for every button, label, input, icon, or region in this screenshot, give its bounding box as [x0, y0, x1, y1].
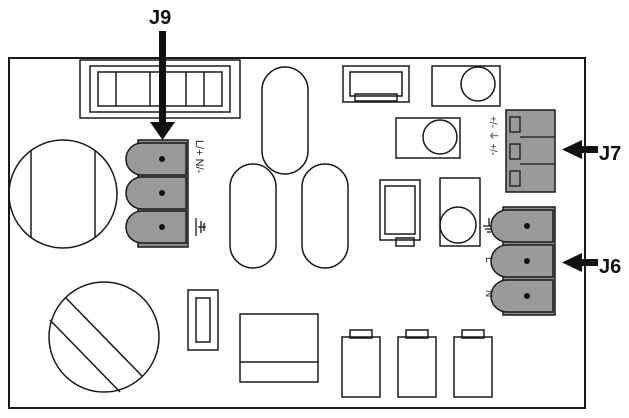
j7-arrow — [562, 140, 598, 159]
top-right-component — [431, 65, 501, 107]
pcb-outline — [8, 57, 586, 409]
j6-label: J6 — [599, 256, 621, 278]
j7-label: J7 — [599, 143, 621, 165]
j9-arrow — [150, 31, 175, 140]
j6-pin-l: L — [483, 257, 494, 263]
oval-components — [229, 66, 349, 269]
j7-pin-labels: +/- ⏚ +/- — [487, 116, 499, 155]
j9-pin-labels: L/+ N/- — [193, 140, 205, 174]
top-middle-connector — [342, 65, 410, 103]
fuse-holder — [187, 289, 219, 351]
j6-terminal-block — [490, 206, 556, 316]
j6-adjacent-component — [439, 177, 481, 247]
j6-arrow — [562, 253, 598, 272]
left-transformer — [8, 139, 118, 249]
bottom-left-capacitor — [48, 281, 160, 393]
middle-right-component — [395, 117, 461, 159]
bottom-capacitors — [341, 329, 493, 398]
bottom-rectangle-component — [239, 313, 319, 383]
j9-earth-icon — [195, 218, 206, 236]
j9-terminal-block — [125, 139, 189, 248]
j9-label: J9 — [149, 7, 171, 29]
middle-connector-housing — [379, 179, 421, 247]
j6-pin-n: N — [483, 290, 494, 297]
j7-terminal-block — [505, 109, 556, 193]
